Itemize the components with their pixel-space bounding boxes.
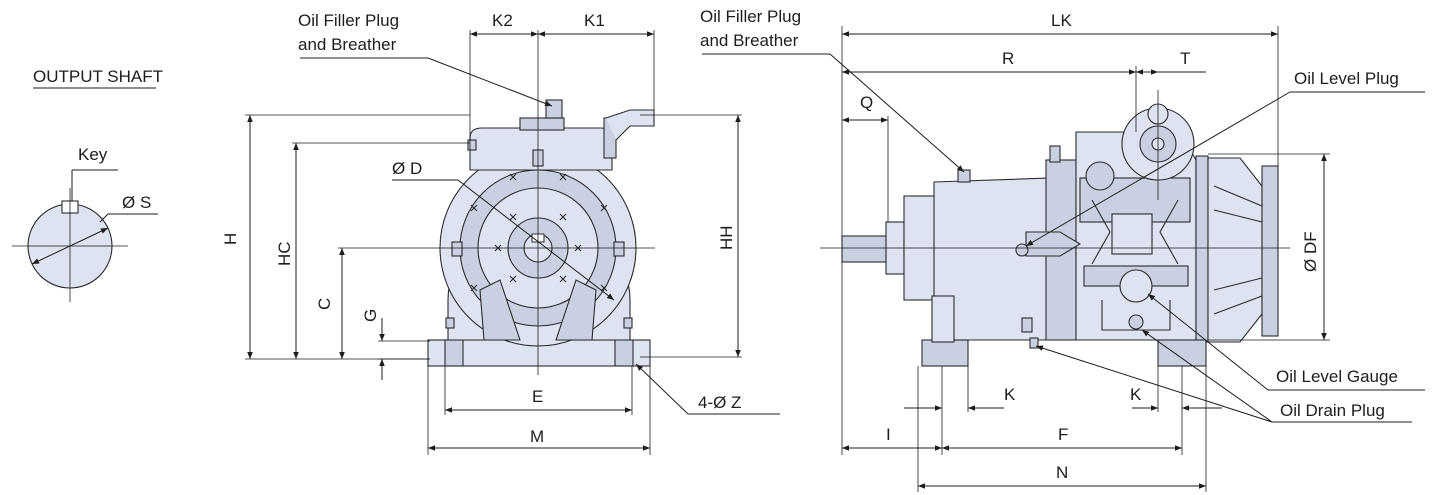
dia-s-label: Ø S	[122, 193, 151, 212]
front-view: K2 K1 Oil Filler Plug and Breather H HC …	[221, 11, 780, 455]
oil-level-plug-label: Oil Level Plug	[1294, 69, 1399, 88]
n-label: N	[1056, 463, 1068, 482]
t-label: T	[1180, 49, 1190, 68]
k-right-label: K	[1130, 385, 1142, 404]
e-label: E	[532, 387, 543, 406]
f-label: F	[1058, 425, 1068, 444]
dia-d-label: Ø D	[392, 159, 422, 178]
dia-df-label: Ø DF	[1301, 231, 1320, 272]
breather-label-1: and Breather	[298, 35, 397, 54]
oil-filler-label-2: Oil Filler Plug	[700, 7, 801, 26]
side-reducer	[933, 177, 1051, 341]
hh-label: HH	[717, 225, 736, 250]
output-shaft-view: OUTPUT SHAFT Ø S Key	[12, 67, 163, 302]
c-label: C	[315, 298, 334, 310]
hc-label: HC	[275, 241, 294, 266]
oil-drain-plug-label: Oil Drain Plug	[1280, 401, 1385, 420]
h-label: H	[221, 233, 240, 245]
breather-label-2: and Breather	[700, 31, 799, 50]
m-label: M	[530, 427, 544, 446]
key-label: Key	[78, 145, 108, 164]
k2-label: K2	[492, 11, 513, 30]
g-label: G	[361, 309, 380, 322]
oil-filler-label-1: Oil Filler Plug	[298, 11, 399, 30]
q-label: Q	[860, 93, 873, 112]
oil-level-gauge-label: Oil Level Gauge	[1276, 367, 1398, 386]
k1-label: K1	[584, 11, 605, 30]
four-z-label: 4-Ø Z	[698, 393, 741, 412]
front-base	[427, 339, 651, 367]
r-label: R	[1002, 49, 1014, 68]
lk-label: LK	[1051, 11, 1072, 30]
output-shaft-title: OUTPUT SHAFT	[33, 67, 163, 86]
k-left-label: K	[1004, 385, 1016, 404]
side-shaft	[841, 235, 889, 263]
side-view: LK R T Q Oil Filler Plug and Breather Oi…	[700, 7, 1425, 492]
i-label: I	[886, 425, 891, 444]
side-motor	[1207, 157, 1263, 343]
